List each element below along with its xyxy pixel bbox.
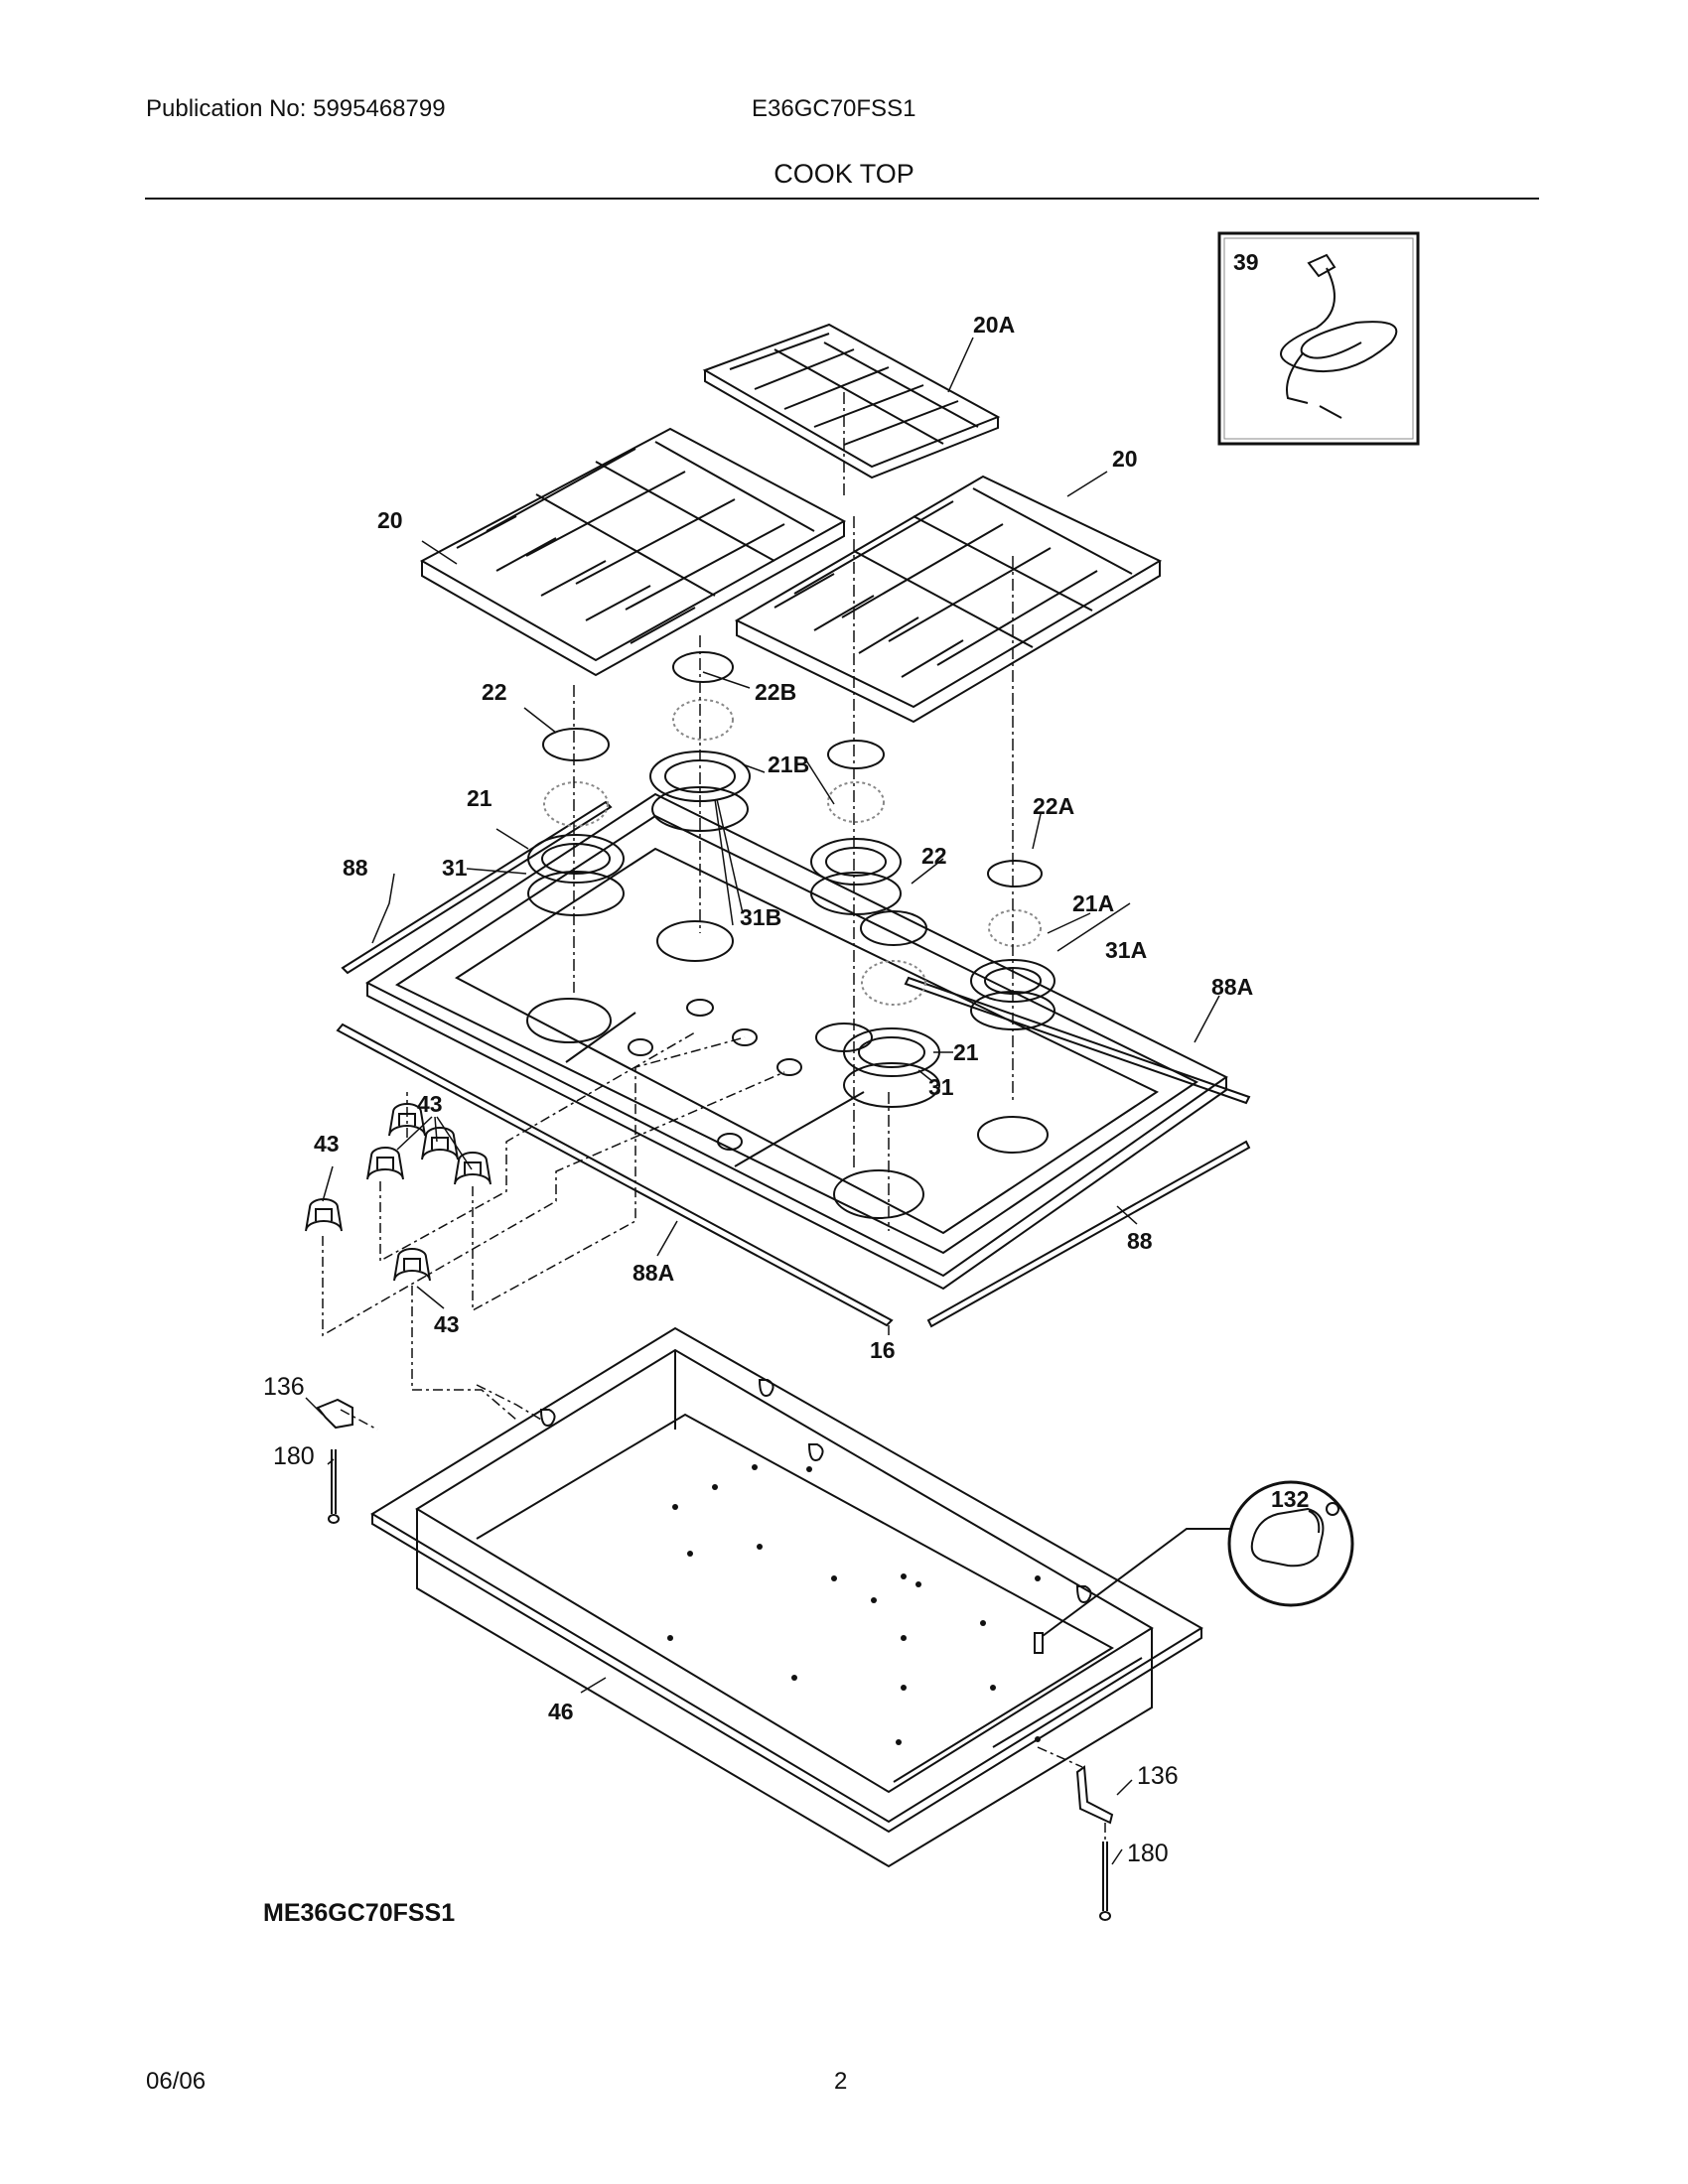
mounting-screw-right	[1099, 1842, 1111, 1921]
label-31-left: 31	[442, 855, 468, 881]
cooktop-surface	[365, 792, 1228, 1291]
label-43-bottom: 43	[434, 1311, 460, 1337]
page-number: 2	[834, 2068, 848, 2095]
label-20-right: 20	[1112, 446, 1138, 472]
label-88A-right: 88A	[1211, 974, 1253, 1000]
label-22-mid: 22	[921, 843, 947, 869]
label-180-left: 180	[273, 1442, 315, 1470]
label-22A: 22A	[1033, 793, 1074, 819]
mounting-bracket-left	[316, 1398, 353, 1430]
diagram-id: ME36GC70FSS1	[263, 1899, 456, 1927]
alignment-lines	[573, 392, 1014, 1231]
part-labels: 20A 20 20 39 22 22B 21B 21 22A 88 31 22 …	[263, 249, 1309, 1867]
label-20A: 20A	[973, 312, 1015, 338]
burner-grate-center	[702, 323, 1001, 479]
bracket-leader-lines	[1037, 1746, 1106, 1842]
publication-number: Publication No: 5995468799	[146, 95, 446, 122]
label-43-top: 43	[417, 1091, 443, 1117]
power-cord-icon	[1280, 253, 1398, 419]
label-20-left: 20	[377, 507, 403, 533]
label-46: 46	[548, 1699, 574, 1724]
spark-module-callout	[1034, 1480, 1354, 1654]
model-number: E36GC70FSS1	[752, 95, 916, 122]
mounting-bracket-right	[1075, 1765, 1114, 1825]
burner-box	[370, 1326, 1203, 1868]
label-180-right: 180	[1127, 1840, 1169, 1867]
label-16: 16	[870, 1337, 896, 1363]
label-31-front: 31	[928, 1074, 954, 1100]
spark-module-icon	[1250, 1502, 1340, 1568]
label-31A: 31A	[1105, 937, 1147, 963]
label-21-left: 21	[467, 785, 492, 811]
label-21-front: 21	[953, 1039, 979, 1065]
label-43-left: 43	[314, 1131, 340, 1157]
label-leader-lines	[305, 337, 1220, 1865]
burner-grate-right	[734, 475, 1163, 724]
label-88A-front: 88A	[633, 1260, 674, 1286]
label-132: 132	[1271, 1486, 1309, 1512]
label-22-left: 22	[482, 679, 507, 705]
knob-leader-lines	[322, 1031, 785, 1431]
control-knobs	[305, 1103, 492, 1282]
power-cord-inset	[1217, 231, 1420, 446]
label-88-left: 88	[343, 855, 368, 881]
label-39: 39	[1233, 249, 1259, 275]
burner-grate-left	[419, 427, 847, 677]
section-title: COOK TOP	[774, 159, 914, 189]
burner-caps	[542, 651, 1043, 946]
label-21A: 21A	[1072, 890, 1114, 916]
label-136-right: 136	[1137, 1762, 1179, 1790]
label-21B: 21B	[768, 751, 809, 777]
burner-flame-spreaders	[543, 699, 1042, 1006]
label-31B: 31B	[740, 904, 781, 930]
mounting-screw-left	[328, 1449, 340, 1524]
cooktop-seal-strips	[336, 800, 1251, 1328]
header-rule	[145, 198, 1539, 200]
label-88-right: 88	[1127, 1228, 1153, 1254]
footer-date: 06/06	[146, 2068, 207, 2095]
label-136-left: 136	[263, 1373, 305, 1401]
burner-box-holes	[667, 1464, 1041, 1745]
label-22B: 22B	[755, 679, 796, 705]
